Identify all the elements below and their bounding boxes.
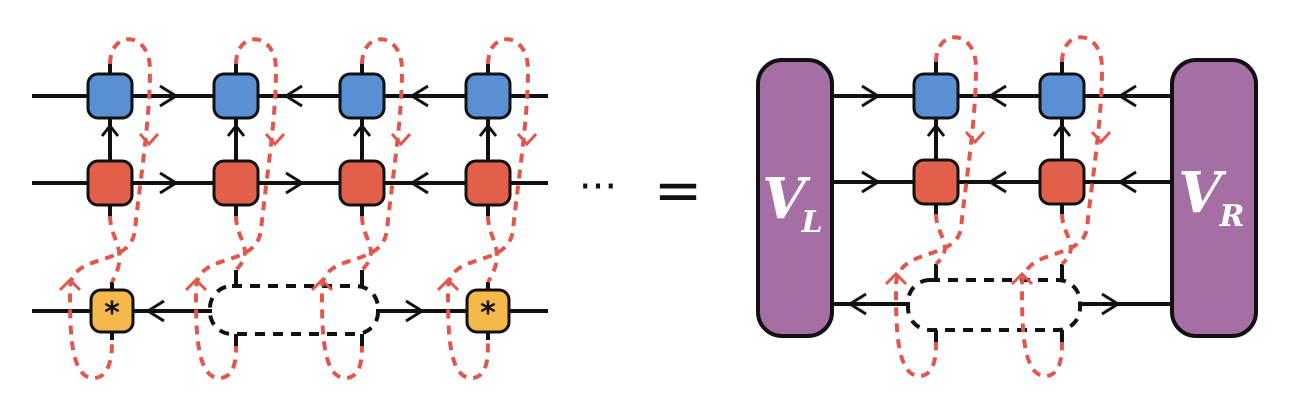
dashed-connector xyxy=(1060,213,1073,266)
dashed-loop xyxy=(445,37,531,380)
star-tensor xyxy=(89,288,135,334)
left-environment-tensor xyxy=(756,58,834,338)
blue-tensor xyxy=(338,72,386,120)
arrow-right-icon xyxy=(159,84,179,108)
dashed-loop xyxy=(319,37,405,380)
arrow-left-icon xyxy=(847,292,867,316)
arrow-right-icon xyxy=(285,171,305,195)
red-arrow-icon xyxy=(964,130,986,145)
blue-tensor xyxy=(464,72,512,120)
dashed-loop xyxy=(67,37,153,380)
red-arrow-icon xyxy=(436,277,460,292)
blue-tensor xyxy=(912,72,960,120)
left-env-label: V xyxy=(762,166,811,232)
blue-tensor xyxy=(86,72,134,120)
arrow-right-icon xyxy=(1101,292,1121,316)
arrow-left-icon xyxy=(1117,84,1137,108)
arrow-up-icon xyxy=(478,123,498,137)
red-arrow-icon xyxy=(516,132,538,147)
red-arrow-icon xyxy=(138,132,160,147)
arrow-right-icon xyxy=(405,299,425,323)
arrow-up-icon xyxy=(226,123,246,137)
star-tensor xyxy=(465,288,511,334)
equals-sign: = xyxy=(654,156,703,224)
right-network: V L V R xyxy=(756,35,1258,378)
red-tensor xyxy=(212,159,260,207)
dashed-connector xyxy=(360,215,373,272)
arrow-left-icon xyxy=(283,84,303,108)
arrow-up-icon xyxy=(352,123,372,137)
ellipsis: ··· xyxy=(579,164,617,210)
blue-tensor xyxy=(1038,72,1086,120)
arrow-left-icon xyxy=(145,299,165,323)
dashed-connector xyxy=(934,213,947,266)
red-arrow-icon xyxy=(390,132,412,147)
arrow-left-icon xyxy=(409,171,429,195)
red-arrow-icon xyxy=(884,271,908,286)
left-env-subscript: L xyxy=(800,205,822,240)
right-environment-tensor xyxy=(1170,58,1258,338)
red-arrow-icon xyxy=(184,277,208,292)
arrow-right-icon xyxy=(159,171,179,195)
red-arrow-icon xyxy=(1090,130,1112,145)
red-arrow-icon xyxy=(1010,271,1034,286)
red-tensor xyxy=(912,158,960,206)
right-env-label: V xyxy=(1178,160,1227,226)
arrow-right-icon xyxy=(861,170,881,194)
arrow-right-icon xyxy=(861,84,881,108)
star-symbol: * xyxy=(480,296,496,331)
right-env-subscript: R xyxy=(1219,199,1245,234)
arrow-left-icon xyxy=(987,84,1007,108)
dashed-connector xyxy=(486,215,499,284)
dashed-transfer-box xyxy=(906,278,1082,332)
dashed-connector xyxy=(108,215,122,283)
red-tensor xyxy=(338,159,386,207)
red-tensor xyxy=(464,159,512,207)
red-arrow-icon xyxy=(264,132,286,147)
left-network: * * xyxy=(32,37,548,380)
red-arrow-icon xyxy=(58,277,82,292)
star-symbol: * xyxy=(104,296,120,331)
dashed-connector xyxy=(234,215,247,272)
arrow-left-icon xyxy=(1117,170,1137,194)
arrow-left-icon xyxy=(409,84,429,108)
arrow-up-icon xyxy=(926,123,946,137)
red-tensor xyxy=(1038,158,1086,206)
dashed-loop xyxy=(193,37,279,380)
red-arrow-icon xyxy=(310,277,334,292)
red-tensor xyxy=(86,159,134,207)
dashed-transfer-box xyxy=(208,284,380,336)
arrow-up-icon xyxy=(1052,123,1072,137)
blue-tensor xyxy=(212,72,260,120)
arrow-left-icon xyxy=(987,170,1007,194)
arrow-up-icon xyxy=(100,123,120,137)
